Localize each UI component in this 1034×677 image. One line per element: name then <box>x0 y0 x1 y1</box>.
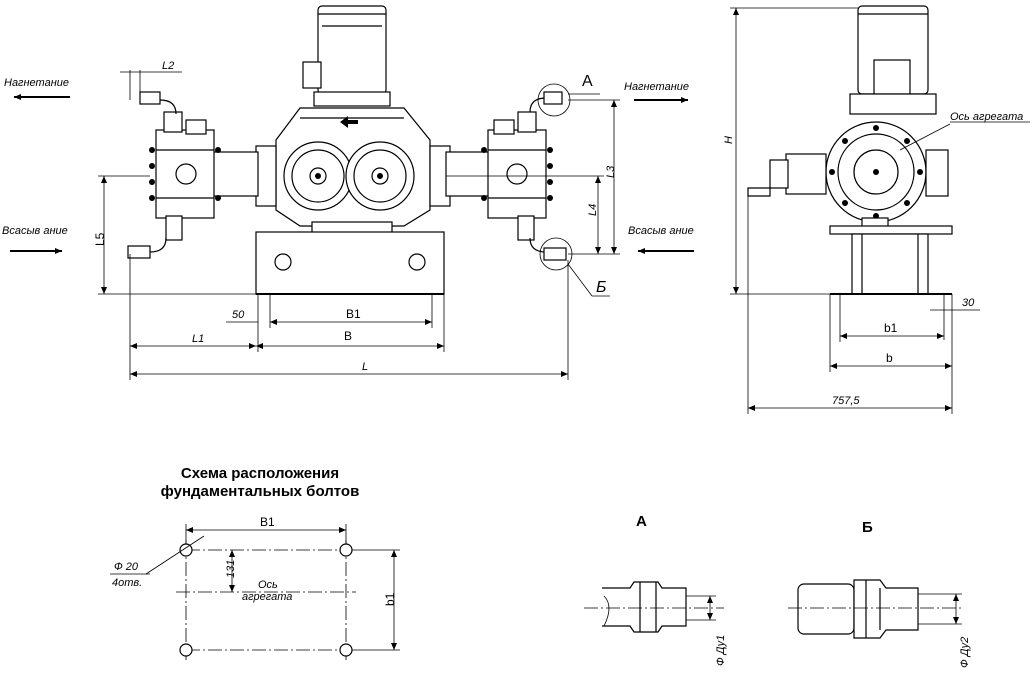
dim-l5: L5 <box>93 232 107 246</box>
suction-left-label: Всасыв ание <box>2 225 68 237</box>
detail-b: Б Ф Ду2 <box>788 519 971 668</box>
scheme-131: 131 <box>225 560 237 578</box>
scheme-side-b1: b1 <box>383 592 397 606</box>
discharge-left-label: Нагнетание <box>4 77 69 89</box>
dim-b: B <box>344 329 352 343</box>
axis-label: Ось агрегата <box>950 111 1023 123</box>
dim-30: 30 <box>962 297 975 309</box>
gear-housing <box>255 107 451 235</box>
bolt-hole <box>179 643 193 657</box>
dim-b1: B1 <box>346 307 361 321</box>
dim-l4: L4 <box>587 204 599 216</box>
dim-l1: L1 <box>192 333 204 345</box>
scheme-title-line1: Схема расположения <box>181 465 339 482</box>
base-frame <box>255 231 445 295</box>
scheme-diameter: Ф 20 <box>114 561 139 573</box>
discharge-right-label: Нагнетание <box>624 81 689 93</box>
scheme-axis-1: Ось <box>258 579 278 591</box>
detail-a-dim: Ф Ду1 <box>715 635 727 666</box>
dim-50: 50 <box>232 309 245 321</box>
front-view: А Б Нагнетание Нагнетание Всасыв ание Вс… <box>2 5 694 380</box>
detail-a: А Ф Ду1 <box>584 513 727 666</box>
left-pump-head <box>127 91 259 259</box>
scheme-title-line2: фундаментальных болтов <box>161 483 360 500</box>
dim-side-b1: b1 <box>884 321 898 335</box>
callout-b-label: Б <box>596 279 606 296</box>
side-view: Ось агрегата H 30 b1 b 757,5 <box>723 5 1030 414</box>
dim-l: L <box>362 361 368 373</box>
dim-h: H <box>723 136 735 144</box>
motor <box>302 5 391 107</box>
dim-l3: L3 <box>605 165 617 178</box>
dim-757: 757,5 <box>832 395 860 407</box>
bolt-scheme: Схема расположения фундаментальных болто… <box>110 465 400 660</box>
detail-a-title: А <box>636 513 647 530</box>
detail-b-dim: Ф Ду2 <box>959 637 971 668</box>
bolt-hole <box>339 543 353 557</box>
dim-side-b: b <box>886 351 893 365</box>
scheme-axis-2: агрегата <box>242 591 292 603</box>
scheme-b1: B1 <box>260 515 275 529</box>
detail-b-title: Б <box>862 519 873 536</box>
suction-right-label: Всасыв ание <box>628 225 694 237</box>
bolt-hole <box>339 643 353 657</box>
scheme-holes: 4отв. <box>112 577 142 589</box>
right-pump-head <box>445 91 567 261</box>
dim-l2: L2 <box>162 60 174 72</box>
callout-a-label: А <box>582 73 593 90</box>
bolt-hole <box>179 543 193 557</box>
